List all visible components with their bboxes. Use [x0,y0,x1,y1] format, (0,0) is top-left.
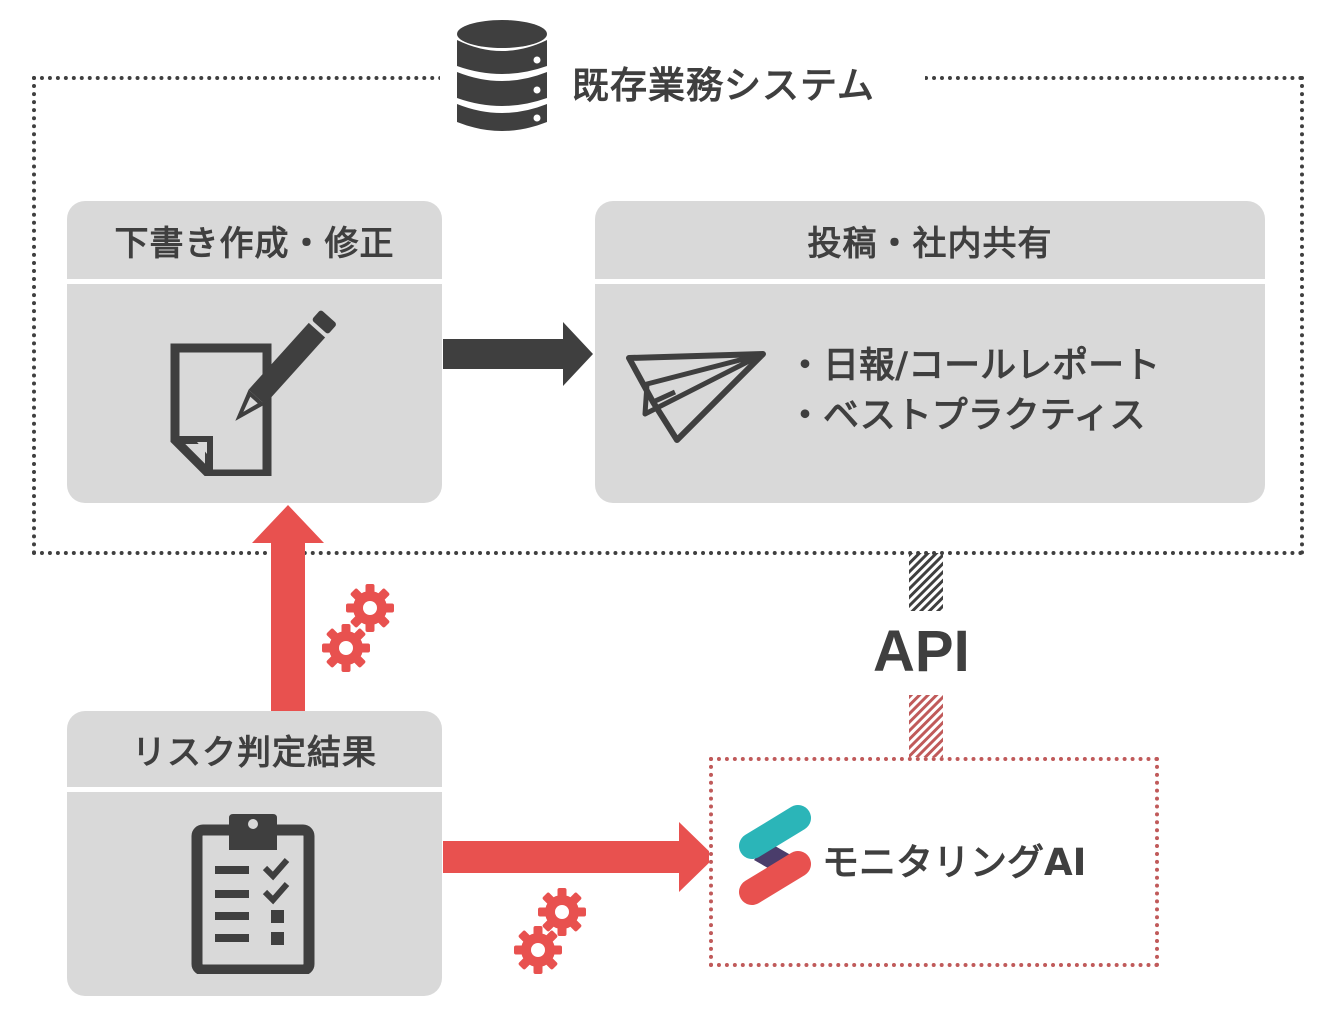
flow-arrow-right-red [443,822,715,892]
api-connector-bottom [909,695,943,759]
risk-card-title: リスク判定結果 [67,711,442,792]
api-label: API [873,619,970,684]
gears-icon-2 [514,888,586,974]
paper-plane-icon [626,351,766,443]
monitoring-ai-name: モニタリングAI [822,841,1087,884]
post-item-daily-report: ・日報/コールレポート [787,345,1161,386]
risk-card: リスク判定結果 [67,711,442,996]
draft-card: 下書き作成・修正 [67,201,442,503]
gears-icon [322,584,394,672]
document-pen-icon [170,310,336,476]
flow-arrow-up-red [252,505,324,713]
monitoring-ai-logo [739,805,811,905]
post-item-best-practice: ・ベストプラクティス [787,395,1146,436]
system-title: 既存業務システム [572,64,875,107]
database-icon [457,20,547,131]
clipboard-checklist-icon [191,814,315,974]
flow-arrow-right-dark [443,322,593,386]
api-connector-top [909,553,943,611]
post-card-title: 投稿・社内共有 [595,201,1265,284]
draft-card-title: 下書き作成・修正 [67,201,442,284]
post-card: 投稿・社内共有 ・日報/コールレポート ・ベストプラクティス [595,201,1265,503]
